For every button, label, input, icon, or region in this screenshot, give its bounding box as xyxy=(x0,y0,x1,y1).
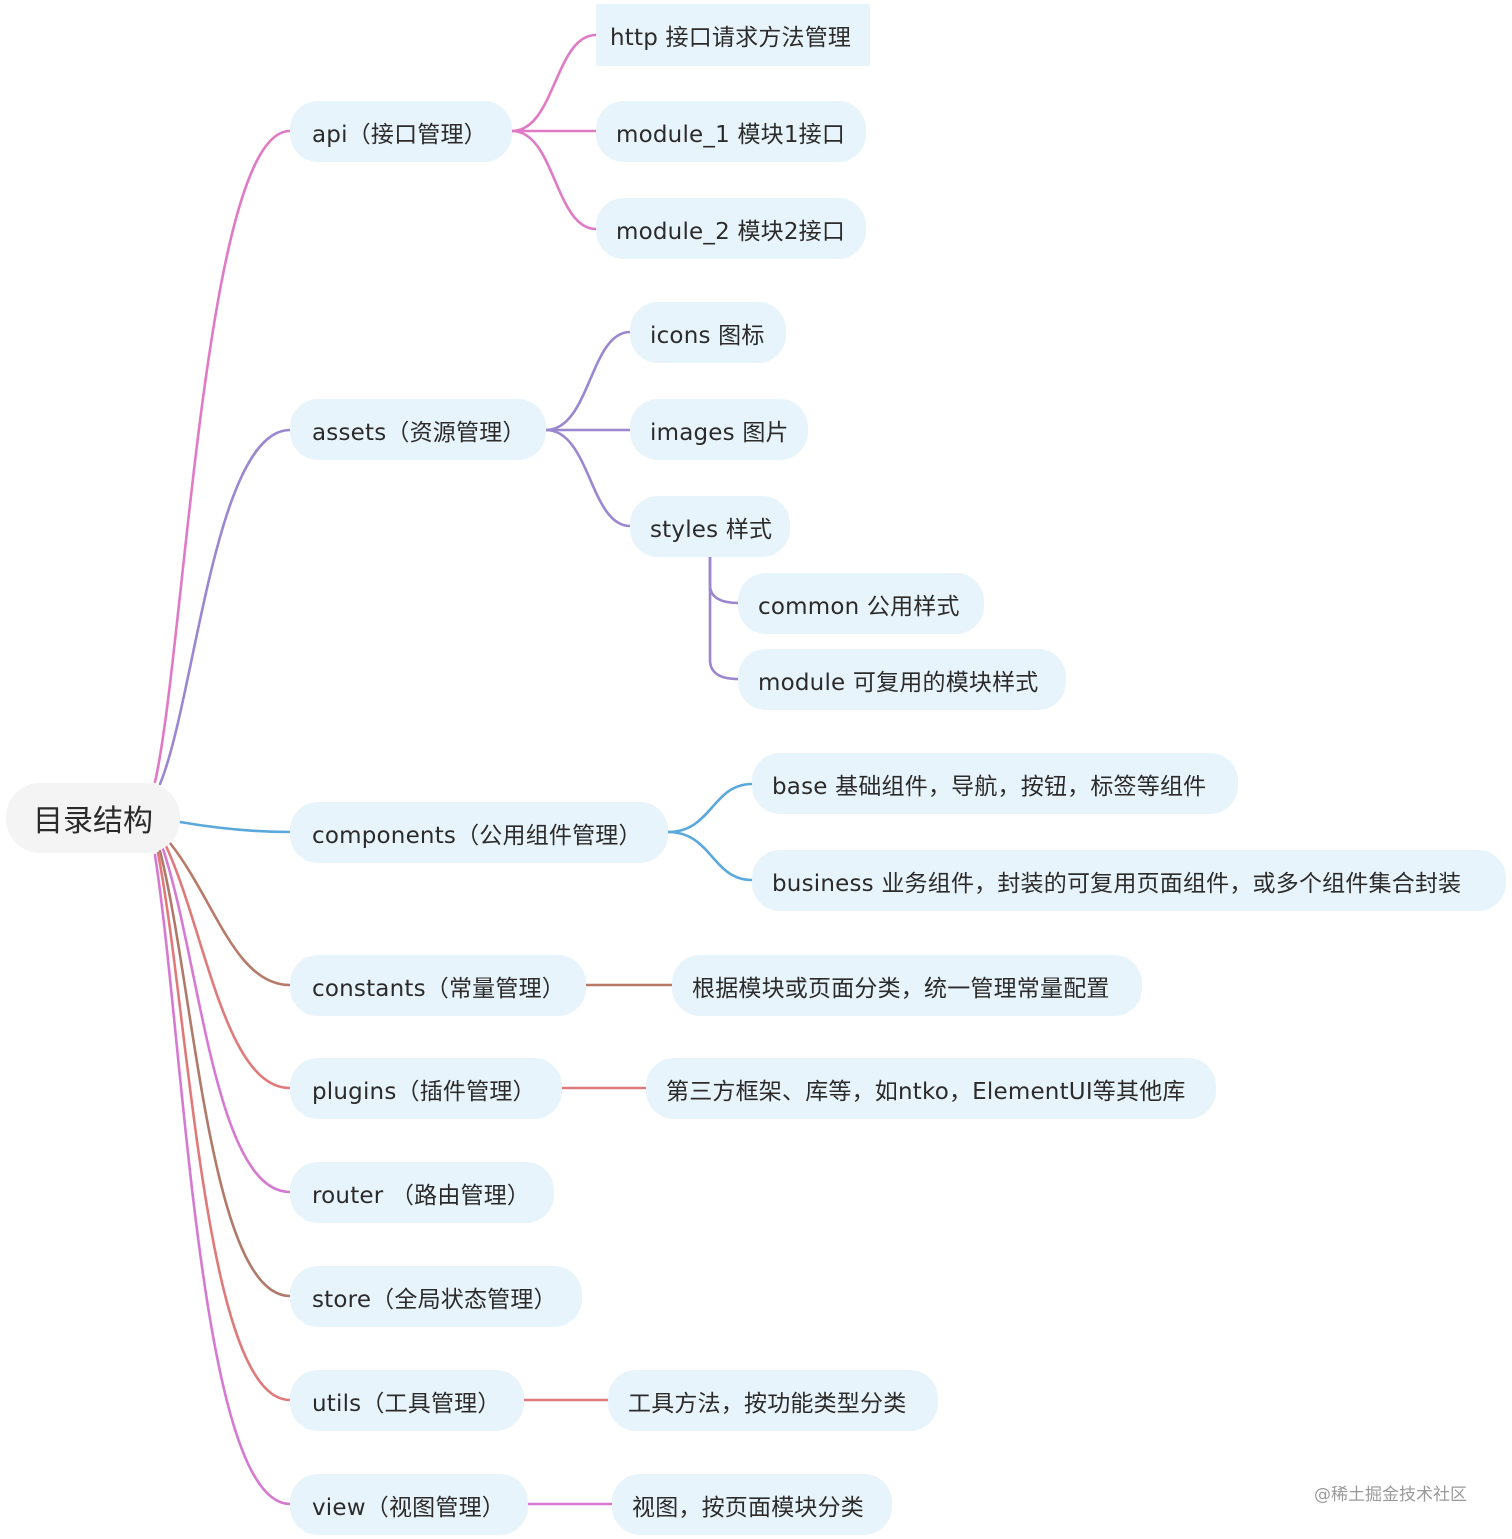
edge-root-view xyxy=(153,853,292,1506)
edge-root-plugins xyxy=(164,844,292,1090)
node-styles-module-label: module 可复用的模块样式 xyxy=(758,669,1039,696)
edge-components-business xyxy=(666,830,754,882)
node-components[interactable]: components（公用组件管理） xyxy=(290,802,668,863)
node-constants-child-label: 根据模块或页面分类，统一管理常量配置 xyxy=(692,975,1110,1002)
node-assets-styles-label: styles 样式 xyxy=(650,516,773,543)
node-assets-styles[interactable]: styles 样式 xyxy=(630,496,790,557)
node-components-business[interactable]: business 业务组件，封装的可复用页面组件，或多个组件集合封装 xyxy=(752,850,1506,911)
node-components-business-label: business 业务组件，封装的可复用页面组件，或多个组件集合封装 xyxy=(772,870,1462,897)
node-styles-common[interactable]: common 公用样式 xyxy=(738,573,984,634)
node-plugins-child[interactable]: 第三方框架、库等，如ntko，ElementUI等其他库 xyxy=(646,1058,1216,1119)
node-assets-icons[interactable]: icons 图标 xyxy=(630,302,786,363)
node-view-label: view（视图管理） xyxy=(312,1494,505,1521)
node-styles-common-label: common 公用样式 xyxy=(758,593,960,620)
node-constants-child[interactable]: 根据模块或页面分类，统一管理常量配置 xyxy=(672,955,1142,1016)
edge-styles-common xyxy=(708,555,740,605)
root-node[interactable]: 目录结构 xyxy=(6,783,180,853)
edge-root-assets xyxy=(158,428,292,786)
node-api-label: api（接口管理） xyxy=(312,121,487,148)
edge-root-constants xyxy=(168,841,292,987)
node-api-module2-label: module_2 模块2接口 xyxy=(616,218,846,245)
node-components-base[interactable]: base 基础组件，导航，按钮，标签等组件 xyxy=(752,753,1238,814)
edge-root-router xyxy=(161,847,292,1194)
node-view-child-label: 视图，按页面模块分类 xyxy=(632,1494,864,1521)
node-assets-label: assets（资源管理） xyxy=(312,419,526,446)
node-plugins[interactable]: plugins（插件管理） xyxy=(290,1058,562,1119)
edge-root-api xyxy=(153,129,292,784)
node-api-http[interactable]: http 接口请求方法管理 xyxy=(596,4,870,66)
node-assets-icons-label: icons 图标 xyxy=(650,322,765,349)
edge-assets-styles xyxy=(544,428,632,528)
node-utils[interactable]: utils（工具管理） xyxy=(290,1370,524,1431)
node-api[interactable]: api（接口管理） xyxy=(290,101,512,162)
node-router[interactable]: router （路由管理） xyxy=(290,1162,554,1223)
node-utils-child-label: 工具方法，按功能类型分类 xyxy=(628,1390,907,1417)
edge-api-http xyxy=(510,33,598,133)
node-assets-images[interactable]: images 图片 xyxy=(630,399,808,460)
root-label: 目录结构 xyxy=(33,804,153,839)
node-components-label: components（公用组件管理） xyxy=(312,822,642,849)
node-api-module1-label: module_1 模块1接口 xyxy=(616,121,846,148)
node-components-base-label: base 基础组件，导航，按钮，标签等组件 xyxy=(772,773,1207,800)
node-api-http-label: http 接口请求方法管理 xyxy=(610,25,852,51)
node-assets-images-label: images 图片 xyxy=(650,419,789,446)
watermark: @稀土掘金技术社区 xyxy=(1314,1485,1467,1505)
node-utils-label: utils（工具管理） xyxy=(312,1390,501,1417)
edge-root-utils xyxy=(156,851,292,1402)
node-styles-module[interactable]: module 可复用的模块样式 xyxy=(738,649,1066,710)
node-api-module2[interactable]: module_2 模块2接口 xyxy=(596,198,866,259)
edge-styles-module xyxy=(708,555,740,681)
node-plugins-label: plugins（插件管理） xyxy=(312,1078,536,1105)
node-assets[interactable]: assets（资源管理） xyxy=(290,399,546,460)
node-view[interactable]: view（视图管理） xyxy=(290,1474,528,1535)
node-store-label: store（全局状态管理） xyxy=(312,1286,557,1313)
node-api-module1[interactable]: module_1 模块1接口 xyxy=(596,101,866,162)
node-constants[interactable]: constants（常量管理） xyxy=(290,955,586,1016)
edge-api-module2 xyxy=(510,129,598,231)
node-store[interactable]: store（全局状态管理） xyxy=(290,1266,582,1327)
node-constants-label: constants（常量管理） xyxy=(312,975,565,1002)
node-router-label: router （路由管理） xyxy=(312,1182,531,1209)
edge-components-base xyxy=(666,782,754,834)
node-view-child[interactable]: 视图，按页面模块分类 xyxy=(612,1474,892,1535)
edge-assets-icons xyxy=(544,330,632,432)
edge-root-components xyxy=(178,820,292,834)
node-plugins-child-label: 第三方框架、库等，如ntko，ElementUI等其他库 xyxy=(666,1078,1186,1105)
edge-root-store xyxy=(158,849,292,1298)
node-utils-child[interactable]: 工具方法，按功能类型分类 xyxy=(608,1370,938,1431)
